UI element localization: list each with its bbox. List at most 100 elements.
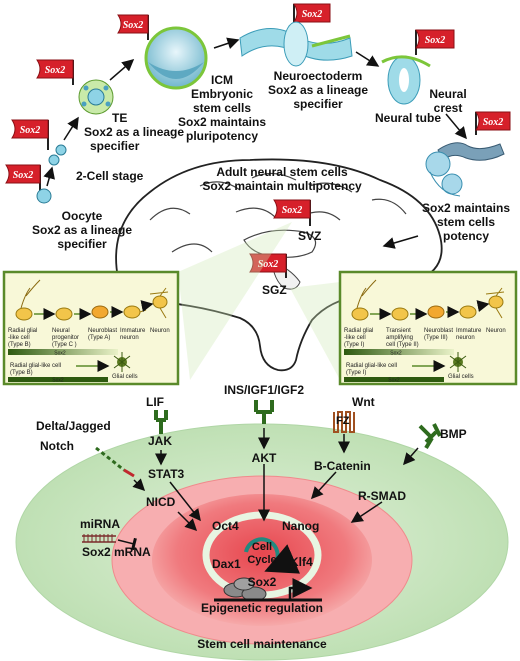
- svg-text:Sox2: Sox2: [390, 351, 402, 357]
- flag-svz: Sox2: [273, 199, 311, 226]
- label-mirna: miRNA: [80, 517, 120, 531]
- two-cell-b: [55, 144, 67, 156]
- svg-text:Neuroectoderm: Neuroectoderm: [274, 69, 363, 83]
- svg-text:neuron: neuron: [456, 335, 475, 341]
- label-cycle: Cycle: [247, 554, 276, 566]
- label-oct4: Oct4: [212, 519, 239, 533]
- svz-panel: Radial glial -like cell (Type B) Neural …: [2, 270, 180, 386]
- label-crest-potency: Sox2 maintains stem cells potency: [422, 201, 510, 243]
- label-wnt: Wnt: [352, 395, 375, 409]
- svg-text:Sox2: Sox2: [483, 117, 504, 128]
- svg-text:neuron: neuron: [120, 335, 139, 341]
- label-klf4: Klf4: [290, 555, 313, 569]
- svg-text:Radial glial: Radial glial: [344, 328, 373, 334]
- label-nanog: Nanog: [282, 519, 319, 533]
- label-rsmad: R-SMAD: [358, 489, 406, 503]
- label-sox2-core: Sox2: [248, 575, 277, 589]
- svg-text:(Type I): (Type I): [346, 370, 366, 376]
- label-ins: INS/IGF1/IGF2: [224, 383, 304, 397]
- svg-text:Sox2: Sox2: [52, 378, 64, 384]
- label-svz: SVZ: [298, 229, 321, 243]
- svg-text:Radial glial-like cell: Radial glial-like cell: [346, 363, 397, 369]
- svg-text:Immature: Immature: [456, 328, 482, 334]
- svg-text:Neuroblast: Neuroblast: [424, 328, 453, 334]
- sgz-panel: Radial glial -like cell (Type I) Transie…: [338, 270, 518, 386]
- svg-text:Sox2 as a lineage: Sox2 as a lineage: [84, 125, 184, 139]
- svg-text:(Type III): (Type III): [424, 335, 448, 341]
- svg-text:pluripotency: pluripotency: [186, 129, 258, 143]
- svg-text:amplifying: amplifying: [386, 335, 413, 341]
- svg-text:Sox2: Sox2: [425, 35, 446, 46]
- svg-text:crest: crest: [434, 101, 463, 115]
- svg-text:Neuron: Neuron: [486, 328, 506, 334]
- label-stat3: STAT3: [148, 467, 185, 481]
- svg-text:Sox2: Sox2: [123, 20, 144, 31]
- svg-text:(Type I): (Type I): [344, 342, 364, 348]
- lif-receptor: [154, 410, 168, 434]
- svg-text:specifier: specifier: [57, 237, 107, 251]
- bmp-receptor: [418, 423, 442, 450]
- neural-crest-shape: [425, 142, 505, 197]
- svg-text:Sox2: Sox2: [282, 205, 303, 216]
- label-sox2-mrna: Sox2 mRNA: [82, 545, 151, 559]
- ins-receptor: [254, 400, 274, 424]
- svg-text:Neural: Neural: [52, 328, 70, 334]
- svg-text:-like cell: -like cell: [344, 335, 366, 341]
- svg-text:Glial cells: Glial cells: [112, 374, 138, 380]
- oocyte-cell: [36, 188, 52, 204]
- svg-text:Neural: Neural: [429, 87, 466, 101]
- svg-text:specifier: specifier: [90, 139, 140, 153]
- svg-text:stem cells: stem cells: [193, 101, 251, 115]
- label-dax1: Dax1: [212, 557, 241, 571]
- label-te: TE Sox2 as a lineage specifier: [84, 111, 184, 153]
- label-maintenance: Stem cell maintenance: [197, 637, 327, 651]
- neuroectoderm-sheet: [239, 21, 353, 67]
- svg-text:Sox2: Sox2: [13, 170, 34, 181]
- icm-blastocyst: [144, 26, 208, 90]
- svg-text:Glial cells: Glial cells: [448, 374, 474, 380]
- flag-te: Sox2: [36, 59, 74, 85]
- svg-text:Neuroblast: Neuroblast: [88, 328, 117, 334]
- svg-text:(Type B): (Type B): [8, 342, 31, 348]
- svg-text:Sox2: Sox2: [20, 125, 41, 136]
- notch-receptor: [95, 446, 135, 478]
- svg-text:Sox2 maintains: Sox2 maintains: [178, 115, 266, 129]
- label-two-cell: 2-Cell stage: [76, 169, 144, 183]
- label-notch: Notch: [40, 439, 74, 453]
- svg-text:Sox2: Sox2: [258, 259, 279, 270]
- label-neuroectoderm: Neuroectoderm Sox2 as a lineage specifie…: [268, 69, 368, 111]
- mirna-icon: [82, 534, 116, 543]
- label-bmp: BMP: [440, 427, 467, 441]
- fz-receptor: [333, 411, 355, 433]
- label-fz: FZ: [336, 415, 350, 427]
- svg-text:Transient: Transient: [386, 328, 411, 334]
- label-adult-nsc: Adult neural stem cells Sox2 maintain mu…: [202, 165, 362, 193]
- svg-text:-like cell: -like cell: [8, 335, 30, 341]
- neural-tube-shape: [381, 55, 431, 105]
- svg-text:Oocyte: Oocyte: [62, 209, 103, 223]
- pathway-arrows: [117, 428, 419, 551]
- svg-text:Sox2 maintains: Sox2 maintains: [422, 201, 510, 215]
- cell-cycle-arrow: [244, 537, 301, 574]
- svg-text:Radial glial-like cell: Radial glial-like cell: [10, 363, 61, 369]
- flag-sgz: Sox2: [249, 253, 287, 278]
- svg-text:potency: potency: [443, 229, 489, 243]
- two-cell-a: [48, 154, 60, 166]
- flag-neural-tube: Sox2: [415, 29, 455, 55]
- label-neural-tube: Neural tube: [375, 111, 441, 125]
- label-epigenetic: Epigenetic regulation: [201, 601, 323, 615]
- svg-text:stem cells: stem cells: [437, 215, 495, 229]
- svg-text:Sox2: Sox2: [388, 378, 400, 384]
- svg-text:Embryonic: Embryonic: [191, 87, 253, 101]
- svg-text:TE: TE: [112, 111, 127, 125]
- svg-text:Radial glial: Radial glial: [8, 328, 37, 334]
- svg-text:Sox2: Sox2: [54, 351, 66, 357]
- svg-text:specifier: specifier: [293, 97, 343, 111]
- svg-text:(Type A): (Type A): [88, 335, 110, 341]
- chromatin: [214, 577, 322, 602]
- label-delta: Delta/Jagged: [36, 419, 111, 433]
- label-nicd: NICD: [146, 495, 176, 509]
- svg-text:Sox2 as a lineage: Sox2 as a lineage: [268, 83, 368, 97]
- svg-text:Sox2 as a lineage: Sox2 as a lineage: [32, 223, 132, 237]
